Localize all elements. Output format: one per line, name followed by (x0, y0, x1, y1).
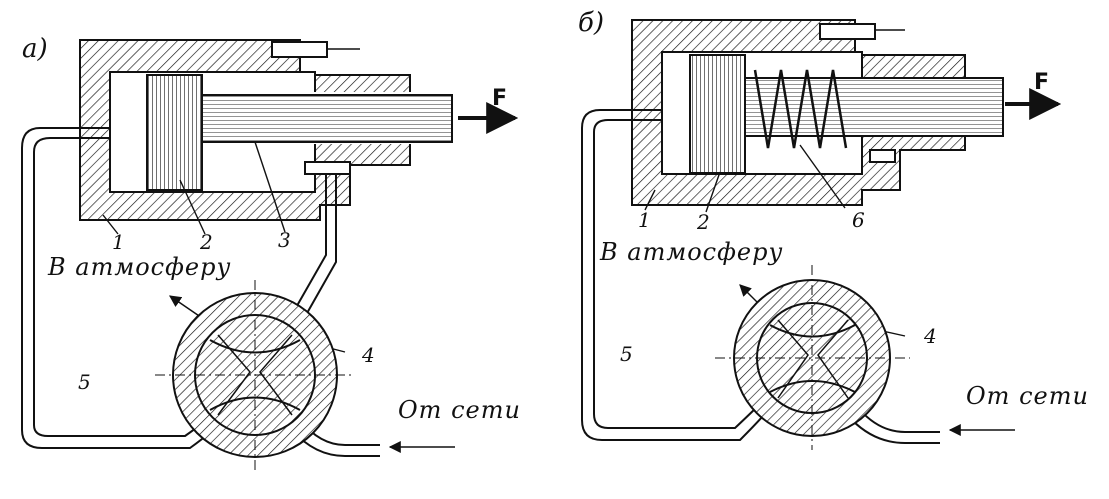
panel-label: б) (578, 8, 605, 38)
to-atmosphere-label: В атмосферу (600, 238, 784, 266)
part-label: 4 (924, 324, 937, 348)
part-label: 5 (78, 370, 91, 394)
part-label: 1 (112, 230, 125, 254)
part-label: 3 (278, 228, 291, 252)
part-label: 2 (200, 230, 213, 254)
force-label: F (492, 86, 508, 111)
part-label: 6 (852, 208, 865, 232)
part-label: 4 (362, 343, 375, 367)
from-network-label: От сети (398, 396, 521, 424)
panel-b-drawing (581, 19, 1062, 450)
cover-screw (271, 41, 328, 58)
part-label: 5 (620, 342, 633, 366)
from-network-label: От сети (966, 382, 1089, 410)
panel-label: a) (22, 34, 48, 64)
return-spring (753, 69, 848, 149)
piston (146, 74, 203, 191)
force-label: F (1034, 70, 1050, 95)
cover-screw (819, 23, 876, 40)
piston (689, 54, 746, 174)
panel-a-drawing (21, 39, 519, 470)
to-atmosphere-label: В атмосферу (48, 253, 232, 281)
piston-rod (201, 94, 453, 143)
part-label: 1 (638, 208, 651, 232)
pipe-5 (581, 109, 771, 441)
part-label: 2 (697, 210, 710, 234)
